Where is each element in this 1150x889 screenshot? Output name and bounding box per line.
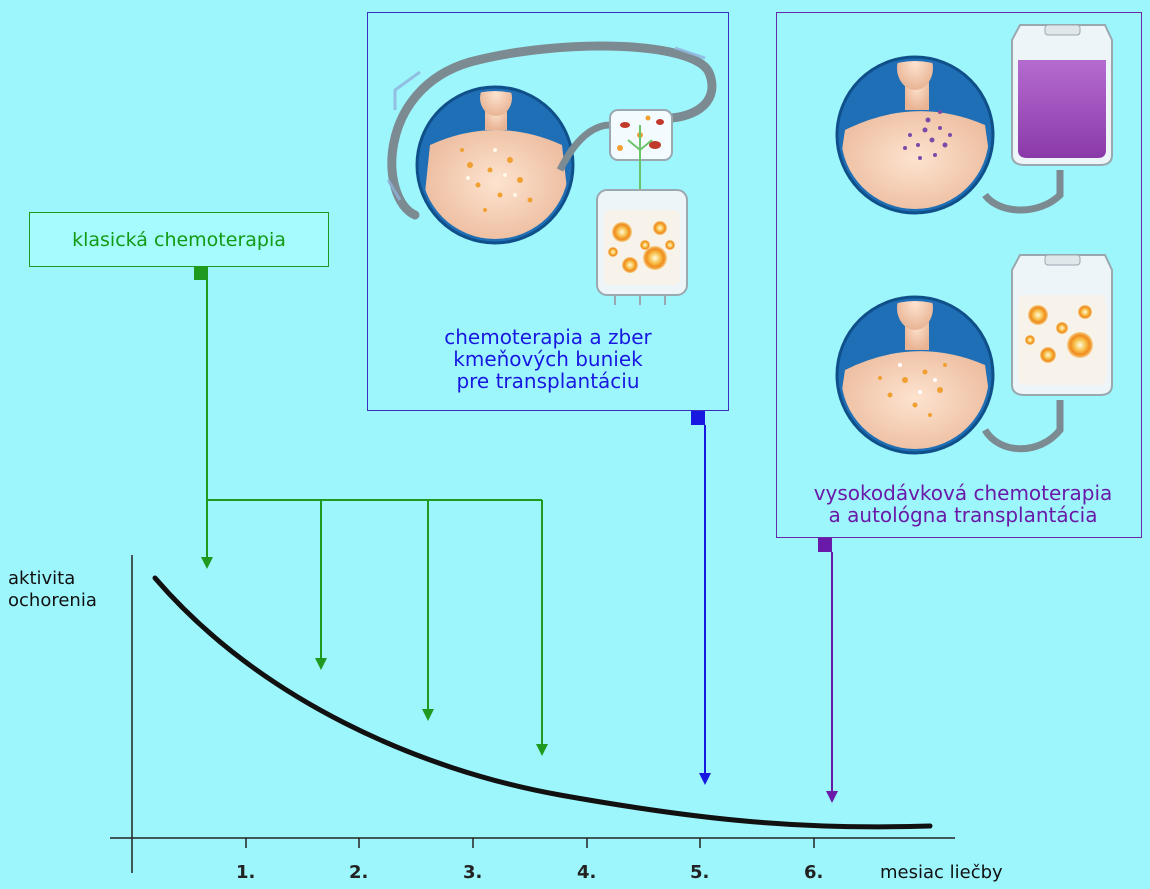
x-axis-ticks	[246, 838, 814, 848]
y-axis-label-line: aktivita	[8, 568, 97, 590]
caption-line: kmeňových buniek	[367, 348, 729, 370]
high-dose-caption: vysokodávková chemoterapia a autológna t…	[776, 482, 1150, 526]
x-tick-label: 6.	[804, 862, 823, 883]
classic-chemo-label-box: klasická chemoterapia	[29, 212, 329, 267]
y-axis-label-line: ochorenia	[8, 590, 97, 612]
x-axis-label: mesiac liečby	[880, 862, 1003, 883]
x-tick-label: 1.	[236, 862, 255, 883]
classic-chemo-marker	[194, 266, 208, 280]
y-axis-label: aktivita ochorenia	[8, 568, 97, 612]
high-dose-panel	[776, 12, 1142, 538]
stem-cell-collection-caption: chemoterapia a zber kmeňových buniek pre…	[367, 326, 729, 392]
x-tick-label: 2.	[349, 862, 368, 883]
caption-line: chemoterapia a zber	[367, 326, 729, 348]
collection-arrow	[691, 411, 711, 785]
caption-line: vysokodávková chemoterapia	[776, 482, 1150, 504]
x-tick-label: 3.	[463, 862, 482, 883]
x-tick-label: 5.	[690, 862, 709, 883]
classic-chemo-label: klasická chemoterapia	[72, 229, 286, 251]
x-tick-label: 4.	[577, 862, 596, 883]
caption-line: a autológna transplantácia	[776, 504, 1150, 526]
caption-line: pre transplantáciu	[367, 370, 729, 392]
high-dose-arrow	[818, 538, 838, 803]
